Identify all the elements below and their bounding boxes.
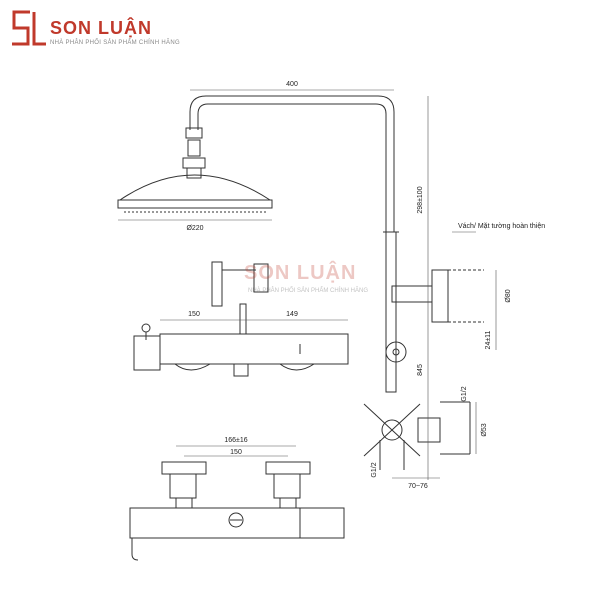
- dim-center-adjust: 166±16: [224, 437, 247, 444]
- dim-height-total: 845: [417, 364, 424, 376]
- mixer-body-front: [159, 333, 349, 365]
- dim-thread-lower: G1/2: [371, 462, 378, 477]
- brand-logo: [6, 8, 206, 54]
- dim-inlet-diameter: Ø53: [481, 423, 488, 436]
- riser-pipe: [385, 231, 397, 393]
- brand-logo-mark: [12, 10, 46, 46]
- dim-body-right: 149: [286, 311, 298, 318]
- dim-thread-upper: G1/2: [461, 386, 468, 401]
- shower-head: [118, 174, 272, 201]
- brand-tagline: NHÀ PHÂN PHỐI SẢN PHẨM CHÍNH HÃNG: [50, 40, 180, 46]
- dim-body-left: 150: [188, 311, 200, 318]
- dim-riser-adjust: 298±100: [417, 186, 424, 213]
- dim-head-diameter: Ø220: [186, 225, 203, 232]
- dim-wall-projection: 70~76: [408, 483, 428, 490]
- watermark-name: SON LUẬN: [244, 262, 357, 284]
- dim-arm-length: 400: [286, 81, 298, 88]
- dim-center-fixed: 150: [230, 449, 242, 456]
- dim-flange-offset: 24±11: [485, 330, 492, 349]
- watermark-tagline: NHÀ PHÂN PHỐI SẢN PHẨM CHÍNH HÃNG: [248, 288, 369, 294]
- dim-wall-note: Vách/ Mặt tường hoàn thiện: [458, 223, 545, 230]
- shower-arm: [189, 95, 395, 232]
- brand-name: SON LUẬN: [50, 18, 152, 38]
- mixer-body-bottom: [129, 507, 345, 539]
- diverter-knob: [385, 341, 407, 363]
- dim-flange-diameter: Ø80: [505, 289, 512, 302]
